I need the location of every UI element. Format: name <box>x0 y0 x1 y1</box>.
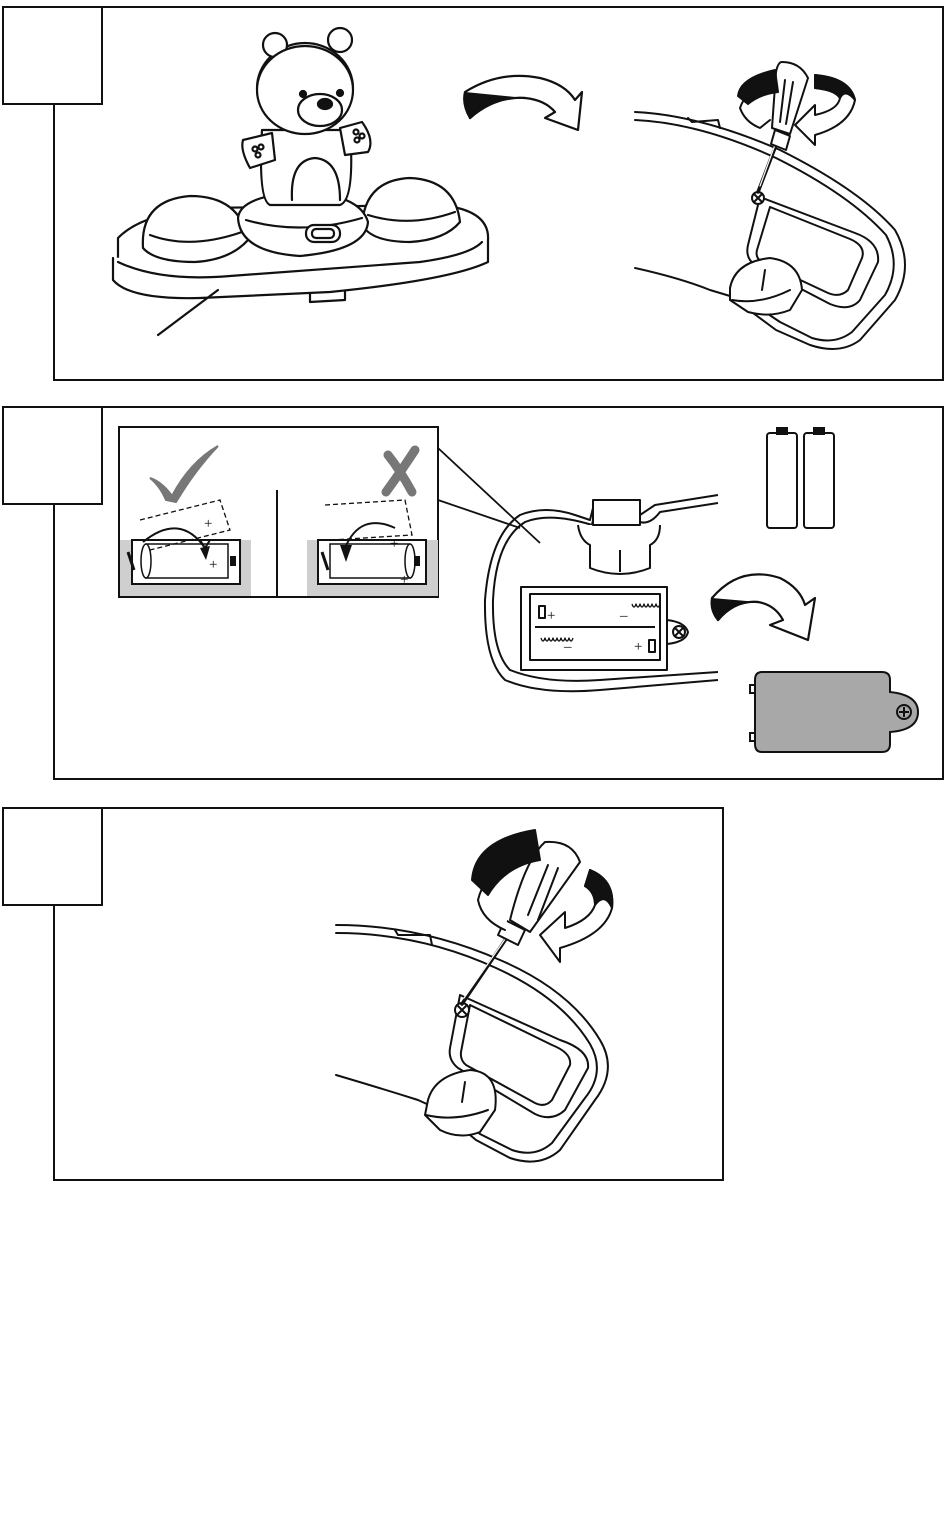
rotate-arrow-icon <box>464 76 582 130</box>
tray-plus-bottom: + <box>634 639 642 655</box>
plus-mark: + <box>209 557 217 573</box>
plus-mark: + <box>400 572 408 588</box>
tray-minus-bottom: – <box>563 639 572 655</box>
battery-cover-icon <box>750 672 918 752</box>
plus-mark: + <box>390 536 398 552</box>
device-closed <box>336 830 612 1162</box>
step-2-illustration: + + + + + – – + <box>0 400 950 790</box>
tray-minus-top: – <box>619 608 628 624</box>
device-opened <box>485 495 718 691</box>
tray-plus-top: + <box>547 608 555 624</box>
battery-icon <box>767 428 834 528</box>
step-1-illustration <box>0 0 950 390</box>
plus-mark: + <box>204 516 212 532</box>
bear-toy-icon <box>113 28 488 302</box>
device-bottom-outline <box>635 62 905 349</box>
step-3-illustration <box>0 800 950 1190</box>
rotate-arrow-icon <box>712 574 815 640</box>
